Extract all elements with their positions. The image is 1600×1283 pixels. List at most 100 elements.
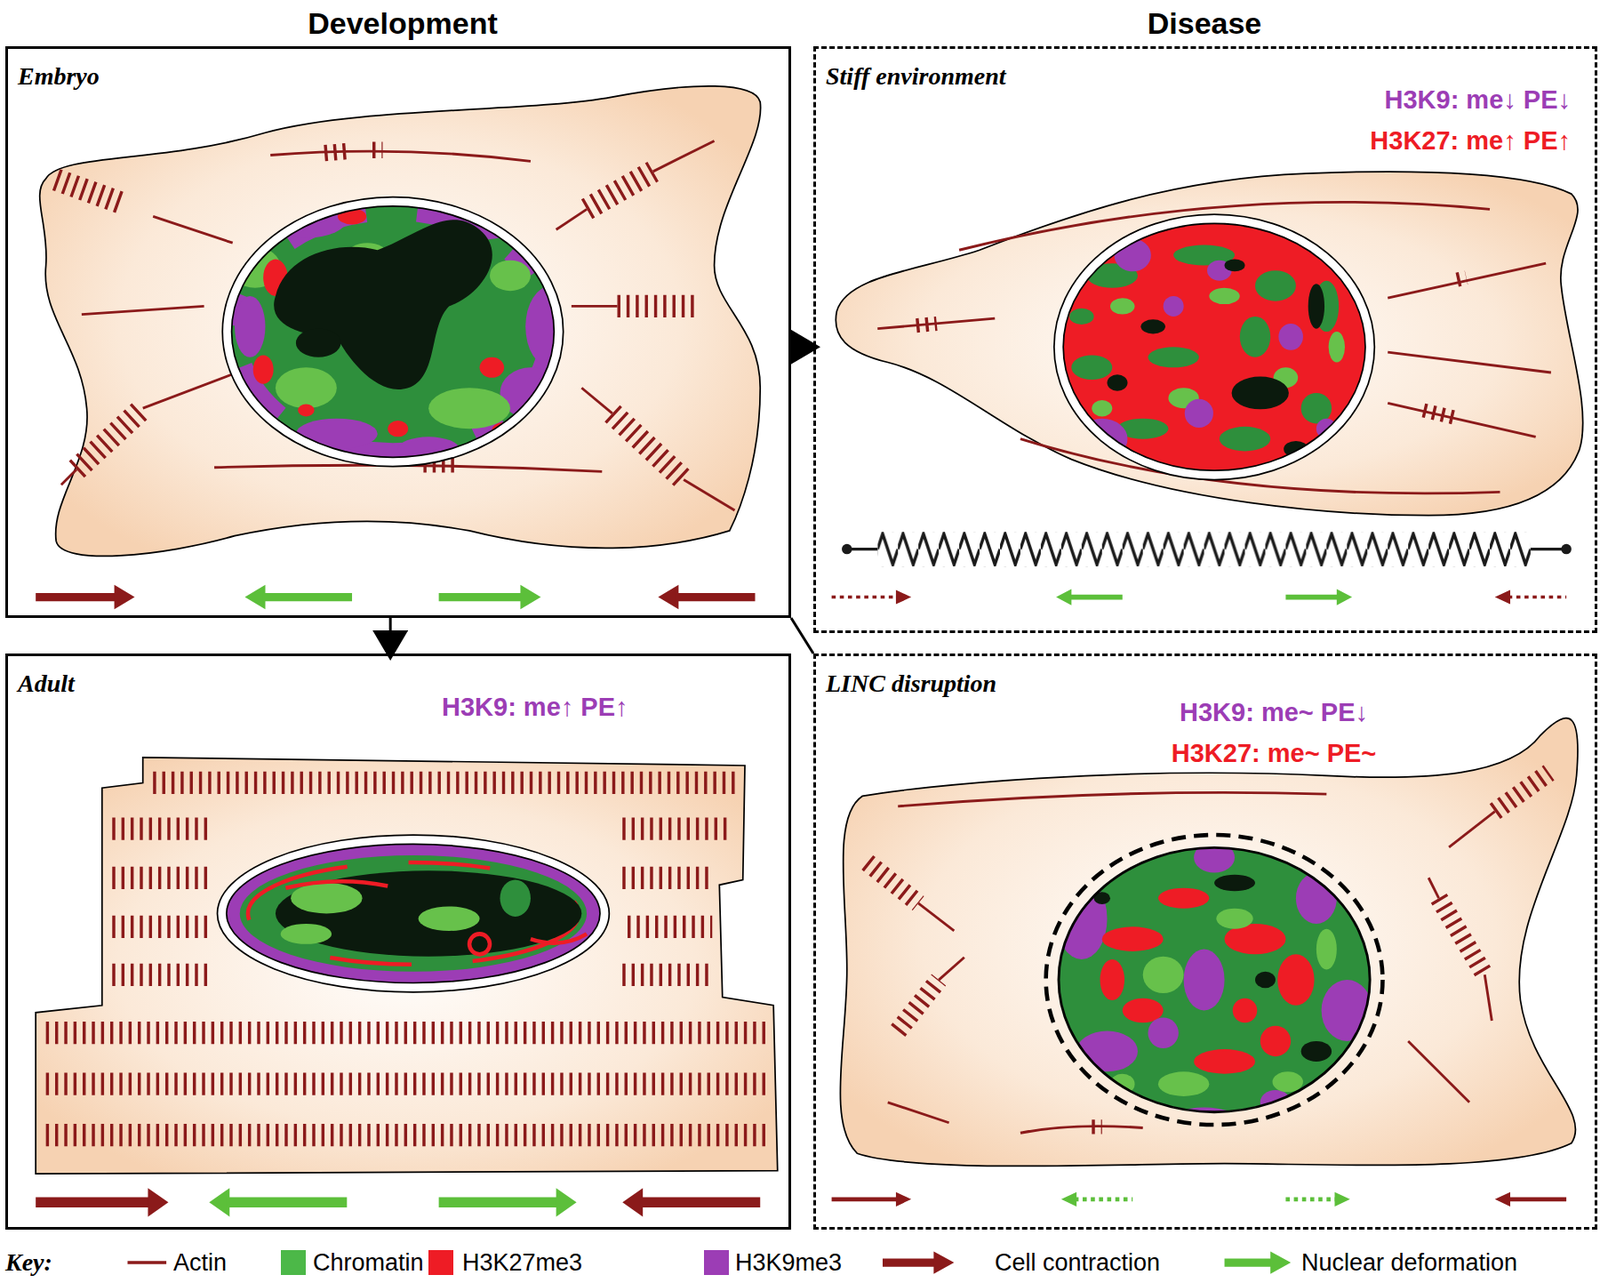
actin-fiber (1495, 772, 1550, 812)
actin-fiber (1448, 811, 1496, 848)
actin-fiber (46, 1123, 766, 1146)
actin-fiber (586, 171, 654, 209)
actin-fiber (1408, 1040, 1470, 1103)
column-heading: Development (307, 5, 498, 41)
linc-nucleus (1255, 971, 1276, 988)
actin-fiber (76, 408, 144, 470)
adult-nucleus (285, 880, 388, 888)
adult-nucleus (226, 843, 600, 983)
adult-nucleus (500, 880, 531, 917)
force-arrow (832, 588, 1568, 605)
linc-nucleus (1216, 908, 1253, 929)
linc-nucleus (1147, 1017, 1178, 1048)
pointer-connector (791, 617, 814, 654)
stiff-nucleus (1037, 214, 1377, 480)
actin-fiber (1387, 263, 1546, 298)
adult-nucleus (217, 834, 610, 992)
linc-nucleus (1143, 956, 1184, 993)
adult-cell (35, 757, 778, 1217)
force-arrow (675, 592, 756, 601)
histone-note: H3K9: me↑ PE↑ (441, 691, 629, 722)
actin-fiber (627, 915, 712, 938)
adult-nucleus (280, 923, 332, 944)
stiff-nucleus (1219, 426, 1271, 452)
force-arrow (640, 1197, 760, 1208)
actin-fiber (877, 318, 995, 328)
panel-title: LINC disruption (825, 668, 997, 699)
adult-nucleus (219, 836, 608, 990)
stiff-nucleus (1037, 214, 1377, 480)
linc-nucleus (1260, 1025, 1291, 1056)
actin-fiber (1091, 1119, 1102, 1134)
actin-fiber (46, 782, 766, 1135)
adult-nucleus (219, 836, 608, 990)
actin-fiber (622, 963, 712, 986)
legend-swatch (428, 1249, 454, 1275)
stiff-nucleus (1163, 296, 1184, 317)
key-label: Key: (5, 1247, 53, 1278)
panel-title: Adult (17, 668, 75, 699)
stiff-nucleus (1147, 346, 1199, 368)
actin-fiber (143, 372, 238, 408)
linc-nucleus (1158, 1071, 1209, 1096)
actin-fiber (56, 179, 125, 205)
spring-symbol (1530, 547, 1567, 551)
linc-nucleus (1193, 1048, 1256, 1074)
force-arrow (114, 584, 136, 610)
spring-symbol (877, 531, 1531, 567)
linc-nucleus (1184, 949, 1225, 1011)
stiff-nucleus (1184, 399, 1214, 428)
actin-fiber (56, 171, 694, 480)
actin-fiber (867, 772, 1550, 1133)
force-arrow (35, 592, 118, 601)
embryo-nucleus (253, 354, 274, 384)
stiff-nucleus (1107, 374, 1128, 391)
force-arrow (262, 592, 352, 601)
actin-fiber (888, 1102, 950, 1123)
pointer-connector (791, 345, 814, 349)
actin-fiber (270, 151, 531, 161)
panel-box: LINC disruptionH3K9: me~ PE↓H3K27: me~ P… (813, 653, 1598, 1230)
legend-text: H3K9me3 (735, 1247, 842, 1278)
actin-fiber (1020, 1126, 1144, 1134)
actin-fiber (1091, 1119, 1102, 1134)
actin-fiber (916, 323, 937, 326)
linc-cell (832, 718, 1578, 1207)
actin-fiber (56, 140, 735, 511)
actin-fiber (622, 866, 712, 889)
linc-nucleus (1214, 874, 1256, 891)
spring-symbol (1560, 544, 1571, 554)
legend-sample (933, 1250, 954, 1273)
actin-fiber (897, 979, 939, 1031)
actin-fiber (1456, 277, 1466, 280)
force-arrow (208, 1187, 230, 1216)
stiff-cell (835, 171, 1583, 516)
force-arrow (556, 1187, 577, 1216)
actin-fiber (556, 208, 587, 230)
force-arrow (896, 590, 912, 605)
linc-nucleus (1059, 848, 1370, 1112)
pointer-connector (389, 617, 392, 654)
stiff-nucleus (1232, 376, 1289, 410)
force-arrow (832, 1197, 899, 1202)
linc-nucleus (1046, 834, 1384, 1125)
embryo-nucleus (204, 193, 592, 480)
actin-fiber (622, 817, 730, 840)
linc-nucleus (1277, 953, 1314, 1005)
spring-symbol (841, 544, 852, 554)
stiff-nucleus (1255, 270, 1296, 301)
actin-fiber (571, 304, 618, 308)
adult-nucleus (290, 882, 362, 913)
force-arrow (439, 592, 523, 601)
force-arrow (1285, 1197, 1336, 1202)
actin-fiber (617, 295, 695, 318)
actin-fiber (372, 142, 383, 159)
actin-fiber (897, 792, 1327, 806)
actin-fiber (81, 305, 205, 314)
legend-text: Nuclear deformation (1301, 1247, 1518, 1278)
stiff-nucleus (1071, 354, 1112, 380)
force-arrow (439, 1197, 559, 1208)
actin-fiber (1439, 897, 1486, 975)
